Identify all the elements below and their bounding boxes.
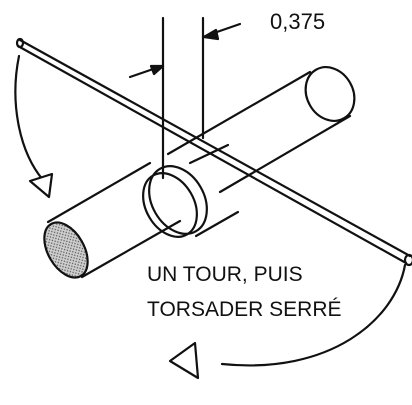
instruction-label-line-2: TORSADER SERRÉ <box>147 298 342 321</box>
rotation-arrow-bottom <box>168 263 407 380</box>
dimension-leader-arrows <box>128 22 242 79</box>
wire-coil <box>142 143 240 238</box>
straight-wire <box>15 37 412 267</box>
instruction-label-line-1: UN TOUR, PUIS <box>147 263 303 286</box>
rod-end-face <box>43 221 89 279</box>
rotation-arrow-left <box>14 54 54 199</box>
dimension-label: 0,375 <box>270 9 325 34</box>
rod-cylinder <box>46 66 356 279</box>
